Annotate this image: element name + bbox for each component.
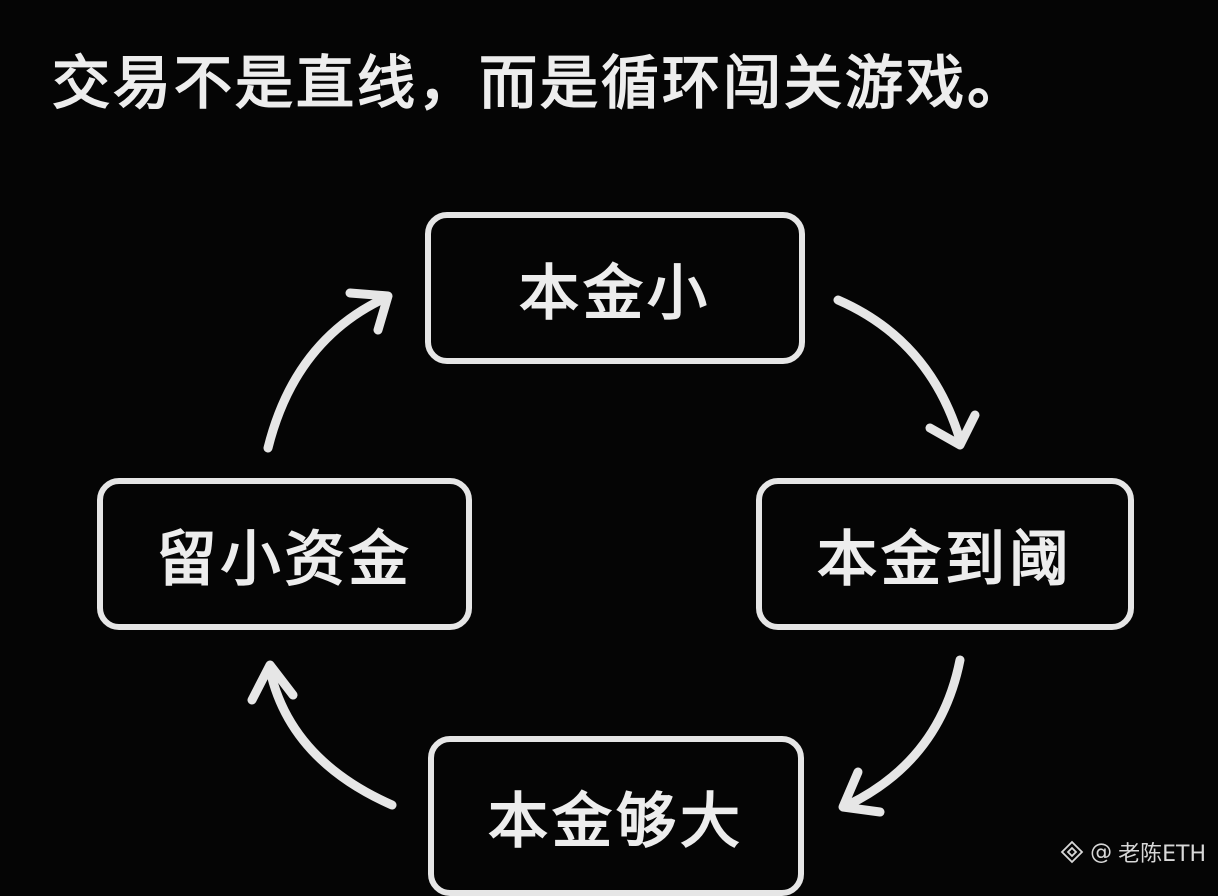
cycle-node-keep-small-funds: 留小资金 bbox=[97, 478, 472, 630]
cycle-node-principal-large: 本金够大 bbox=[428, 736, 804, 896]
watermark-author: 老陈ETH bbox=[1118, 842, 1206, 867]
cycle-node-label: 留小资金 bbox=[156, 524, 413, 595]
cycle-node-label: 本金够大 bbox=[488, 786, 744, 857]
arrow-left-to-top bbox=[263, 288, 393, 453]
binance-diamond-icon bbox=[1060, 840, 1084, 864]
watermark: @ 老陈ETH bbox=[1060, 836, 1206, 868]
arrow-right-to-bottom bbox=[838, 655, 965, 817]
cycle-node-label: 本金小 bbox=[519, 258, 711, 329]
cycle-node-principal-small: 本金小 bbox=[425, 212, 805, 364]
arrow-bottom-to-left bbox=[247, 660, 397, 810]
cycle-node-label: 本金到阈 bbox=[817, 524, 1073, 595]
headline: 交易不是直线，而是循环闯关游戏。 bbox=[52, 49, 1029, 117]
cycle-node-principal-threshold: 本金到阈 bbox=[756, 478, 1134, 630]
watermark-at: @ bbox=[1090, 839, 1113, 865]
arrow-top-to-right bbox=[833, 295, 980, 450]
